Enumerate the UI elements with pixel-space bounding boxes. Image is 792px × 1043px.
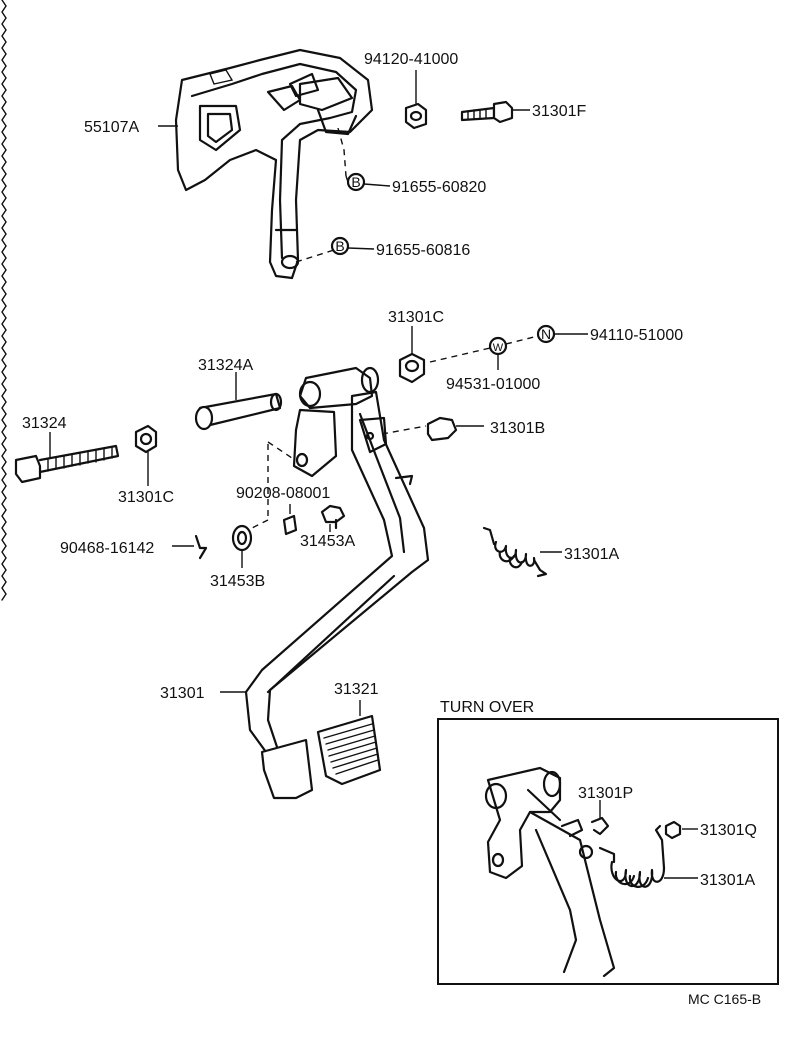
label-31301: 31301 (160, 685, 205, 702)
clip-90468-16142 (172, 534, 208, 560)
label-31321: 31321 (334, 681, 379, 698)
collar-31324A (194, 372, 283, 431)
marker-b1: B (351, 174, 360, 190)
label-31324: 31324 (22, 415, 67, 432)
label-31301A: 31301A (564, 546, 619, 563)
bushing-31453B (231, 524, 253, 568)
label-91655-60816: 91655-60816 (376, 242, 470, 259)
label-94110-51000: 94110-51000 (590, 327, 683, 344)
label-31301F: 31301F (532, 103, 586, 120)
bushing-link-91655-60820 (337, 127, 391, 192)
clip-90208-08001 (282, 504, 298, 536)
pedal-pad-31321 (316, 700, 382, 786)
label-31301A-inset: 31301A (700, 872, 755, 889)
left-edge-zigzag (1, 0, 7, 601)
stopper-31301B (381, 416, 484, 442)
pedal-arm-31301 (244, 366, 430, 800)
label-31324A: 31324A (198, 357, 253, 374)
footer-code: MC C165-B (688, 991, 761, 1007)
label-31301P: 31301P (578, 785, 633, 802)
label-90208-08001: 90208-08001 (236, 485, 330, 502)
marker-w: W (493, 342, 504, 354)
label-31301C-top: 31301C (388, 309, 444, 326)
label-91655-60820: 91655-60820 (392, 179, 486, 196)
label-31301B: 31301B (490, 420, 545, 437)
label-94120-41000: 94120-41000 (364, 51, 458, 68)
label-55107A: 55107A (84, 119, 139, 136)
label-turn-over: TURN OVER (440, 699, 534, 716)
marker-w-letter: W (493, 342, 504, 354)
marker-n-letter: N (541, 326, 551, 342)
marker-b2-letter: B (335, 238, 344, 254)
spring-31301A (482, 526, 562, 578)
label-90468-16142: 90468-16142 (60, 540, 154, 557)
marker-b2: B (335, 238, 344, 254)
label-31453B: 31453B (210, 573, 265, 590)
retainer-link-lines (247, 441, 293, 531)
nut-31301C-left (134, 424, 158, 486)
bolt-31301F (460, 100, 530, 124)
marker-n: N (541, 326, 551, 342)
marker-b1-letter: B (351, 174, 360, 190)
turn-over-inset (437, 718, 779, 985)
pin-31453A (320, 504, 346, 532)
label-31453A: 31453A (300, 533, 355, 550)
bracket-55107A (174, 48, 374, 280)
nut-31301C-top (398, 324, 588, 384)
bushing-link-91655-60816 (295, 236, 375, 263)
label-31301Q: 31301Q (700, 822, 757, 839)
bolt-31324 (14, 432, 120, 484)
label-31301C-left: 31301C (118, 489, 174, 506)
label-94531-01000: 94531-01000 (446, 376, 540, 393)
nut-94120-41000 (404, 70, 428, 130)
